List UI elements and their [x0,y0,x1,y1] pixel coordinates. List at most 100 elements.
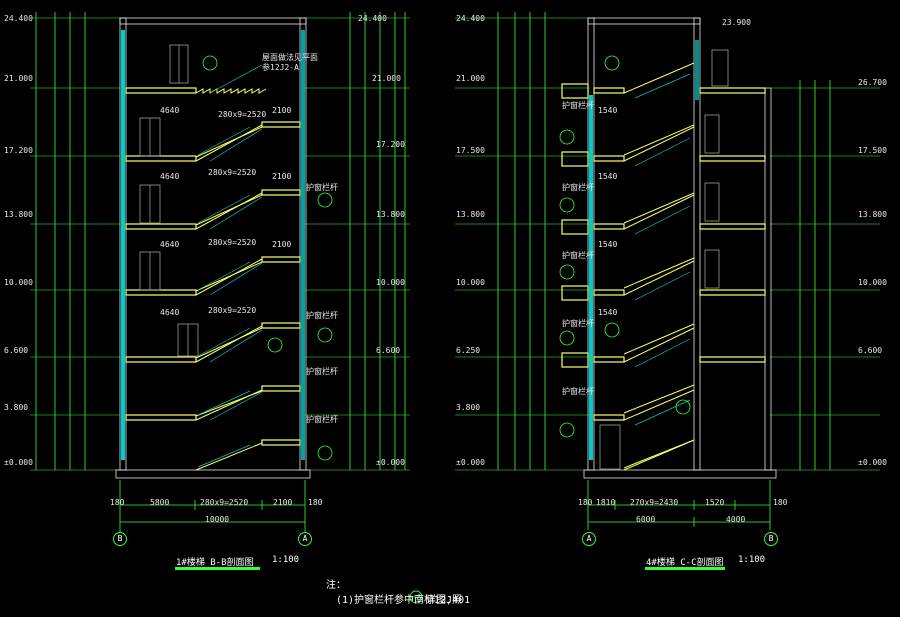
right-walls [583,17,777,479]
right-scale: 1:100 [738,555,766,565]
left-elev-r-0: 24.400 [358,14,387,23]
left-roof-note2: 参12J2-A [262,63,299,72]
left-rail-0: 护窗栏杆 [306,183,338,192]
left-landing-0: 4640 [160,106,180,115]
note-line2: 详图,照 [426,595,463,606]
right-slabs [561,83,766,421]
left-elev-r-1: 21.000 [372,74,401,83]
left-elev-3: 13.800 [4,210,33,219]
right-rail-4: 护窗栏杆 [562,387,594,396]
left-dim-2100: 2100 [273,498,293,507]
left-elev-4: 10.000 [4,278,33,287]
right-doors [599,49,729,470]
right-elev-r-7: ±0.000 [858,458,887,467]
right-landing-1: 1540 [598,172,618,181]
right-elev-r-3: 13.800 [858,210,887,219]
section-c-c [455,12,880,530]
note-mark [409,590,423,604]
left-elev-r-2: 17.200 [376,140,405,149]
right-elev-0: 24.400 [456,14,485,23]
right-dim-4000: 4000 [726,515,746,524]
left-landing-1: 4640 [160,172,180,181]
right-elev-4: 10.000 [456,278,485,287]
right-elev-r-0: 26.700 [858,78,887,87]
left-slabs [125,87,301,446]
left-elev-r-5: 6.600 [376,346,401,355]
left-scale: 1:100 [272,555,300,565]
left-level-ticks [30,17,410,471]
left-title: 1#楼梯 B-B剖面图 [176,558,254,568]
left-dimension-lines [35,12,406,532]
right-landing-3: 1540 [598,308,618,317]
right-title: 4#楼梯 C-C剖面图 [646,558,724,568]
left-landing-3: 4640 [160,308,180,317]
left-stair-lbl-2: 280x9=2520 [208,238,257,247]
left-rail-2: 护窗栏杆 [306,367,338,376]
left-stairs [195,88,267,471]
right-elev-r-4: 10.000 [858,278,887,287]
right-dimension-lines [497,12,831,530]
left-elev-r-4: 10.000 [376,278,405,287]
right-stair-outline [634,73,691,426]
right-dim-1810: 1810 [596,498,616,507]
right-elev-2: 17.500 [456,146,485,155]
left-dim-5800: 5800 [150,498,170,507]
left-2100-b: 2100 [272,172,292,181]
right-rail-2: 护窗栏杆 [562,251,594,260]
left-stair-lbl-3: 280x9=2520 [208,306,257,315]
right-elev-r-2: 17.500 [858,146,887,155]
left-landing-2: 4640 [160,240,180,249]
left-stair-lbl-1: 280x9=2520 [208,168,257,177]
left-dim-180-l: 180 [110,498,125,507]
right-top-dim: 23.900 [722,18,751,27]
right-elev-3: 13.800 [456,210,485,219]
right-rail-3: 护窗栏杆 [562,319,594,328]
left-dim-run: 280x9=2520 [200,498,249,507]
right-dim-180-l: 180 [578,498,593,507]
left-walls [115,17,311,479]
left-stair-lbl-0: 280x9=2520 [218,110,267,119]
note-head: 注： [326,580,346,591]
right-elev-7: ±0.000 [456,458,485,467]
left-elev-r-3: 13.800 [376,210,405,219]
left-elev-5: 6.600 [4,346,29,355]
left-elev-0: 24.400 [4,14,33,23]
right-landing-0: 1540 [598,106,618,115]
left-total-width: 10000 [205,515,230,524]
left-doors [139,44,199,357]
right-rail-1: 护窗栏杆 [562,183,594,192]
left-axis-b: B [113,532,127,546]
right-elev-6: 3.800 [456,403,481,412]
right-rail-0: 护窗栏杆 [562,101,594,110]
right-stairs [623,62,695,471]
right-level-ticks [455,17,880,471]
left-stair-outline [197,64,263,468]
left-dim-180-r: 180 [308,498,323,507]
left-2100-a: 2100 [272,106,292,115]
title-underlines [175,567,725,570]
left-rail-1: 护窗栏杆 [306,311,338,320]
left-2100-c: 2100 [272,240,292,249]
right-dim-180-r: 180 [773,498,788,507]
right-landing-2: 1540 [598,240,618,249]
left-elev-6: 3.800 [4,403,29,412]
right-elev-5: 6.250 [456,346,481,355]
right-axis-a: A [582,532,596,546]
left-roof-note: 屋面做法见平面 [262,53,318,62]
right-dim-6000: 6000 [636,515,656,524]
left-elev-r-7: ±0.000 [376,458,405,467]
left-elev-7: ±0.000 [4,458,33,467]
left-rail-3: 护窗栏杆 [306,415,338,424]
note-line1: (1)护窗栏杆参中南标12J401 [336,595,471,606]
right-axis-b: B [764,532,778,546]
right-dim-1520: 1520 [705,498,725,507]
right-elev-1: 21.000 [456,74,485,83]
left-axis-a: A [298,532,312,546]
left-callouts [202,55,333,461]
right-dim-run: 270x9=2430 [630,498,679,507]
right-elev-r-5: 6.600 [858,346,883,355]
section-b-b [30,12,410,532]
right-callouts [559,55,691,438]
left-elev-2: 17.200 [4,146,33,155]
